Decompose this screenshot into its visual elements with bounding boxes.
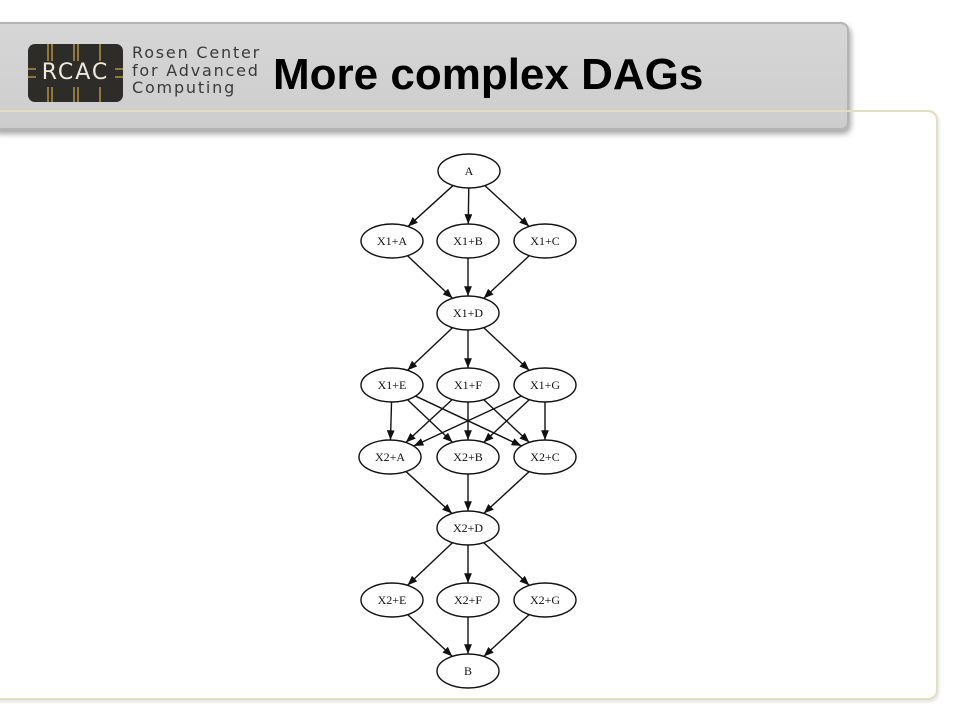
dag-node-label: X2+A (375, 450, 405, 464)
dag-node: X2+C (513, 439, 577, 475)
rcac-logo: RCAC (28, 44, 123, 102)
dag-node-label: B (464, 664, 472, 678)
logo-circuit-lines (28, 44, 123, 102)
dag-node-ellipse (513, 223, 577, 259)
dag-edge (407, 255, 453, 299)
dag-edge (407, 185, 454, 227)
dag-node: X1+D (436, 295, 500, 331)
dag-node: X1+G (513, 367, 577, 403)
dag-edge (407, 327, 453, 371)
dag-node: X2+F (436, 582, 500, 618)
logo-subtitle: Rosen Center for Advanced Computing (132, 44, 262, 97)
dag-node-label: X2+D (453, 521, 483, 535)
dag-node: X1+C (513, 223, 577, 259)
dag-node: A (437, 153, 501, 189)
dag-edge (407, 614, 453, 657)
dag-node-ellipse (436, 510, 500, 546)
dag-node-label: X2+B (453, 450, 482, 464)
dag-node-label: X1+D (453, 306, 483, 320)
dag-node-ellipse (358, 439, 422, 475)
dag-node-label: X2+F (454, 593, 482, 607)
dag-node-label: X2+C (530, 450, 559, 464)
dag-node-label: X2+E (378, 593, 407, 607)
dag-node: X2+B (436, 439, 500, 475)
header-band (0, 22, 849, 130)
dag-node-ellipse (513, 439, 577, 475)
dag-edge (483, 614, 530, 657)
dag-edge (405, 471, 453, 514)
dag-node: X2+A (358, 439, 422, 475)
dag-node-label: A (465, 164, 474, 178)
dag-edge (464, 187, 473, 225)
dag-node-ellipse (436, 295, 500, 331)
dag-node: X2+D (436, 510, 500, 546)
dag-node: X1+A (360, 223, 424, 259)
dag-nodes: A X1+A X1+B X1+C X1+D X1+E X1+F X1+G X2+A X2+B X2+… (358, 153, 577, 689)
dag-node-ellipse (436, 367, 500, 403)
dag-node: X2+E (360, 582, 424, 618)
dag-edge (483, 327, 530, 371)
dag-node-ellipse (436, 223, 500, 259)
dag-node-label: X2+G (530, 593, 560, 607)
logo-subtitle-line: for Advanced (132, 60, 260, 80)
dag-node-ellipse (437, 153, 501, 189)
dag-node: X1+E (360, 367, 424, 403)
dag-edge (483, 542, 530, 586)
dag-edge (483, 471, 530, 514)
dag-edge (484, 185, 530, 227)
content-frame (0, 110, 938, 700)
dag-node-ellipse (436, 582, 500, 618)
dag-node-label: X1+A (377, 234, 407, 248)
dag-node-ellipse (513, 582, 577, 618)
dag-node-label: X1+B (453, 234, 482, 248)
dag-edge (405, 399, 453, 443)
dag-edge (483, 255, 530, 299)
logo-subtitle-line: Rosen Center (132, 43, 262, 62)
dag-node: X2+G (513, 582, 577, 618)
dag-edges (386, 185, 549, 657)
dag-edge (413, 395, 522, 447)
dag-node-ellipse (436, 653, 500, 689)
slide-title: More complex DAGs (273, 50, 704, 99)
logo-subtitle-line: Computing (132, 78, 237, 97)
dag-edge (386, 401, 395, 441)
dag-node-ellipse (436, 439, 500, 475)
dag-node-label: X1+E (378, 378, 407, 392)
logo-mark: RCAC (41, 60, 110, 85)
dag-node-ellipse (360, 367, 424, 403)
dag-edge (483, 399, 530, 443)
dag-node: X1+F (436, 367, 500, 403)
dag-node-label: X1+C (530, 234, 559, 248)
dag-node-ellipse (360, 223, 424, 259)
dag-node-label: X1+G (530, 378, 560, 392)
dag-node: X1+B (436, 223, 500, 259)
dag-node-ellipse (513, 367, 577, 403)
dag-node-ellipse (360, 582, 424, 618)
dag-node-label: X1+F (454, 378, 482, 392)
dag-edge (407, 542, 453, 586)
dag-node: B (436, 653, 500, 689)
